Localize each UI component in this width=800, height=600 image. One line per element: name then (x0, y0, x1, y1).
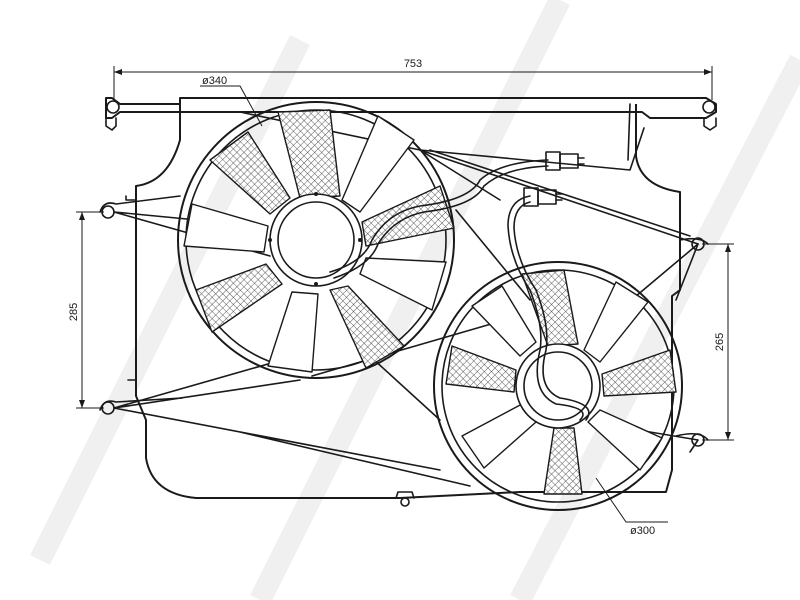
right-fan-diameter-label: ø300 (630, 525, 655, 537)
connector-lower (523, 187, 563, 207)
left-fan: ø340 (177, 75, 455, 379)
right-fan-blades (445, 269, 677, 495)
dimension-overall-width: 753 (113, 58, 713, 100)
right-fan: ø300 (433, 261, 683, 537)
dimension-left-height: 285 (68, 211, 104, 409)
connector-upper (545, 151, 585, 171)
left-height-label: 285 (68, 303, 80, 321)
left-fan-diameter-label: ø340 (202, 75, 227, 87)
dimension-right-height: 265 (702, 243, 734, 441)
wiring-harness (329, 151, 590, 421)
overall-width-label: 753 (404, 58, 422, 70)
left-fan-blades (183, 109, 455, 373)
right-height-label: 265 (714, 333, 726, 351)
